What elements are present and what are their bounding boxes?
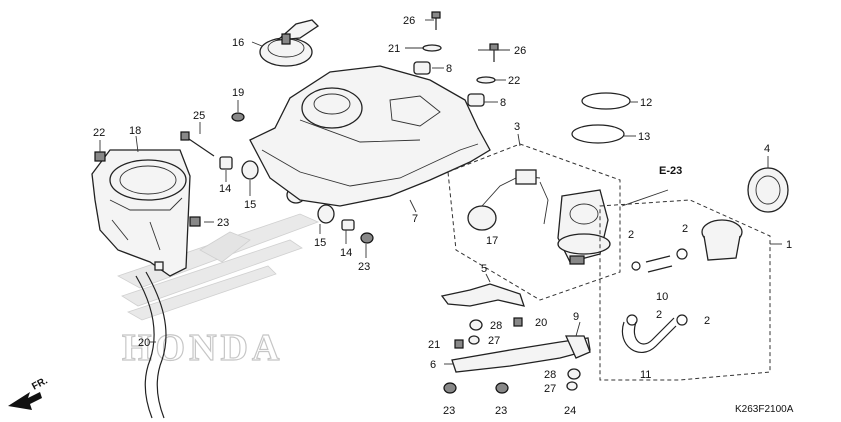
hose-11 [621, 317, 677, 353]
callout-4: 4 [764, 143, 770, 155]
bolt-25 [180, 131, 215, 157]
callout-24: 20 [138, 337, 150, 349]
callout-22-b: 23 [217, 217, 229, 229]
collar-14-b [341, 219, 355, 231]
callout-28-a: 28 [490, 320, 502, 332]
callout-2-b: 2 [682, 223, 688, 235]
callout-20-a: 20 [535, 317, 547, 329]
fuel-tank-6 [249, 65, 491, 207]
callout-20-b: 21 [428, 339, 440, 351]
o-ring-13 [571, 124, 625, 144]
clip-22-side [189, 216, 201, 227]
callout-2-c: 2 [656, 309, 662, 321]
callout-17: 17 [486, 235, 498, 247]
callout-3: 3 [514, 121, 520, 133]
callout-26-b: 26 [514, 45, 526, 57]
callout-13: 13 [638, 131, 650, 143]
callout-23-d: 24 [564, 405, 576, 417]
o-ring-12 [581, 92, 631, 110]
watermark-text: HONDA [122, 327, 283, 369]
callout-2-a: 2 [628, 229, 634, 241]
callout-labels: 26 21 8 26 22 8 16 19 25 18 22 23 14 15 … [93, 15, 792, 417]
callout-21-a: 21 [388, 43, 400, 55]
grommet-19 [231, 112, 245, 122]
callout-5: 5 [481, 263, 487, 275]
seal-4 [747, 167, 789, 213]
clamp-2-b [676, 248, 688, 260]
stay-9 [451, 337, 591, 373]
callout-18: 18 [129, 125, 141, 137]
callout-2-d: 2 [704, 315, 710, 327]
callout-28-b: 28 [544, 369, 556, 381]
callout-26-a: 26 [403, 15, 415, 27]
callout-6: 7 [412, 213, 418, 225]
callout-19: 19 [232, 87, 244, 99]
clamp-2-a [631, 261, 641, 271]
fuel-pump-parts-17 [467, 169, 611, 265]
bottom-fasteners [443, 317, 581, 394]
callout-10: 10 [656, 291, 668, 303]
clamp-2-d [676, 314, 688, 326]
assembly-1-outline [599, 199, 771, 381]
callout-15-b: 15 [314, 237, 326, 249]
diagram-code: K263F2100A [735, 404, 794, 415]
callout-9: 6 [430, 359, 436, 371]
clip-22-top [94, 151, 106, 162]
fuel-cap-16 [259, 19, 320, 67]
rubber-15-c [317, 204, 335, 224]
bracket-5 [440, 283, 525, 307]
leader-lines [99, 19, 782, 365]
callout-27-a: 27 [488, 335, 500, 347]
callout-11: 11 [640, 369, 651, 381]
front-label: FR. [30, 375, 50, 392]
front-direction-arrow: FR. [8, 375, 50, 410]
callout-23-b: 23 [443, 405, 455, 417]
clamp-2-c [626, 314, 638, 326]
nut-23-a [360, 232, 374, 244]
callout-23-a: 23 [358, 261, 370, 273]
hose-10 [645, 255, 673, 273]
callout-25: 25 [193, 110, 205, 122]
callout-8-b: 8 [500, 97, 506, 109]
callout-15-a: 15 [244, 199, 256, 211]
pump-cup [701, 219, 743, 261]
filler-housing-18 [91, 149, 191, 277]
callout-1: 1 [786, 239, 792, 251]
callout-22-a: 22 [93, 127, 105, 139]
hose-24 [135, 271, 167, 419]
callout-8-a: 8 [446, 63, 452, 75]
callout-27-b: 27 [544, 383, 556, 395]
rubber-15-a [241, 160, 259, 180]
callout-23-c: 23 [495, 405, 507, 417]
callout-14-b: 14 [340, 247, 352, 259]
callout-16: 16 [232, 37, 244, 49]
bracket-7 [564, 335, 591, 359]
callout-14-a: 14 [219, 183, 231, 195]
callout-7: 9 [573, 311, 579, 323]
callout-21-b: 22 [508, 75, 520, 87]
callout-12: 12 [640, 97, 652, 109]
section-ref-e23: E-23 [659, 165, 682, 177]
collar-14-a [219, 156, 233, 170]
